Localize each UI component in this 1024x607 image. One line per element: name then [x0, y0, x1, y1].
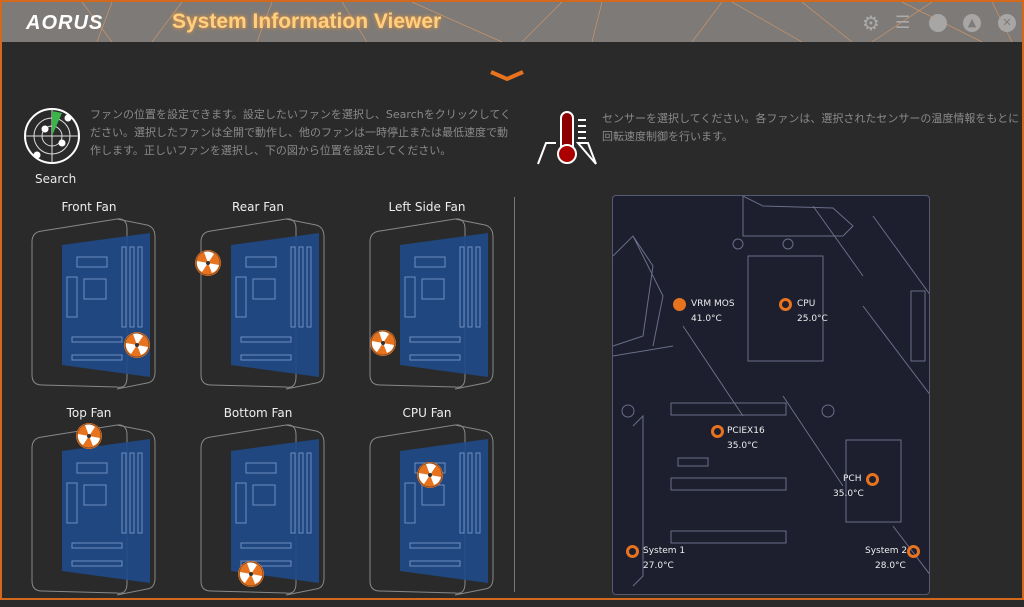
- title-bar: AORUS System Information Viewer ⚙ ☰ ▲ ✕: [2, 2, 1022, 42]
- sensor-pciex16-radio[interactable]: [711, 425, 724, 438]
- case-diagram-left-side[interactable]: [360, 217, 500, 397]
- fan-icon: [76, 423, 102, 449]
- sensor-vrm-mos-temp: 41.0°C: [691, 314, 722, 324]
- search-radar-button[interactable]: [22, 106, 82, 166]
- fan-search-description: ファンの位置を設定できます。設定したいファンを選択し、Searchをクリックして…: [90, 108, 512, 157]
- fan-icon: [370, 330, 396, 356]
- settings-gear-icon[interactable]: ⚙: [862, 11, 880, 35]
- collapse-button[interactable]: ▲: [963, 14, 981, 32]
- section-divider: [514, 197, 515, 592]
- motherboard-outline: [613, 196, 929, 587]
- fan-label-rear[interactable]: Rear Fan: [231, 200, 285, 214]
- fan-icon: [124, 332, 150, 358]
- app-title: System Information Viewer: [172, 10, 442, 33]
- fan-icon: [417, 462, 443, 488]
- fan-label-cpu[interactable]: CPU Fan: [402, 406, 452, 420]
- sensor-pciex16-name[interactable]: PCIEX16: [727, 426, 765, 436]
- sensor-system-1-radio[interactable]: [626, 545, 639, 558]
- fan-label-left-side[interactable]: Left Side Fan: [388, 200, 466, 214]
- sensor-cpu-radio[interactable]: [779, 298, 792, 311]
- fan-icon: [195, 250, 221, 276]
- case-diagram-rear[interactable]: [191, 217, 331, 397]
- fan-label-top[interactable]: Top Fan: [66, 406, 112, 420]
- fan-icon: [238, 561, 264, 587]
- case-diagram-cpu[interactable]: [360, 423, 500, 603]
- sensor-description: センサーを選択してください。各ファンは、選択されたセンサーの温度情報をもとに回転…: [602, 112, 1020, 143]
- menu-list-icon[interactable]: ☰: [895, 13, 911, 33]
- sensor-system-2-radio[interactable]: [907, 545, 920, 558]
- thermometer-icon: [537, 111, 597, 165]
- case-diagram-front[interactable]: [22, 217, 162, 397]
- sensor-pch-name[interactable]: PCH: [843, 474, 862, 484]
- case-diagram-bottom[interactable]: [191, 423, 331, 603]
- sensor-cpu-name[interactable]: CPU: [797, 299, 816, 309]
- sensor-pciex16-temp: 35.0°C: [727, 441, 758, 451]
- sensor-system-2-name[interactable]: System 2: [865, 546, 908, 556]
- aorus-logo: AORUS: [26, 12, 104, 34]
- close-button[interactable]: ✕: [998, 14, 1016, 32]
- sensor-pch-temp: 35.0°C: [833, 489, 864, 499]
- sensor-system-1-temp: 27.0°C: [643, 561, 674, 571]
- sensor-vrm-mos-name[interactable]: VRM MOS: [691, 299, 735, 309]
- fan-label-front[interactable]: Front Fan: [61, 200, 117, 214]
- motherboard-diagram: VRM MOS 41.0°C CPU 25.0°C PCIEX16 35.0°C PCH 35…: [612, 195, 930, 595]
- sensor-vrm-mos-radio[interactable]: [673, 298, 686, 311]
- search-label[interactable]: Search: [35, 172, 77, 186]
- fan-label-bottom[interactable]: Bottom Fan: [223, 406, 293, 420]
- sensor-pch-radio[interactable]: [866, 473, 879, 486]
- sensor-system-2-temp: 28.0°C: [875, 561, 906, 571]
- sensor-cpu-temp: 25.0°C: [797, 314, 828, 324]
- sensor-system-1-name[interactable]: System 1: [643, 546, 686, 556]
- expand-chevron-icon[interactable]: [489, 70, 525, 82]
- case-diagram-top[interactable]: [22, 423, 162, 603]
- minimize-button[interactable]: [929, 14, 947, 32]
